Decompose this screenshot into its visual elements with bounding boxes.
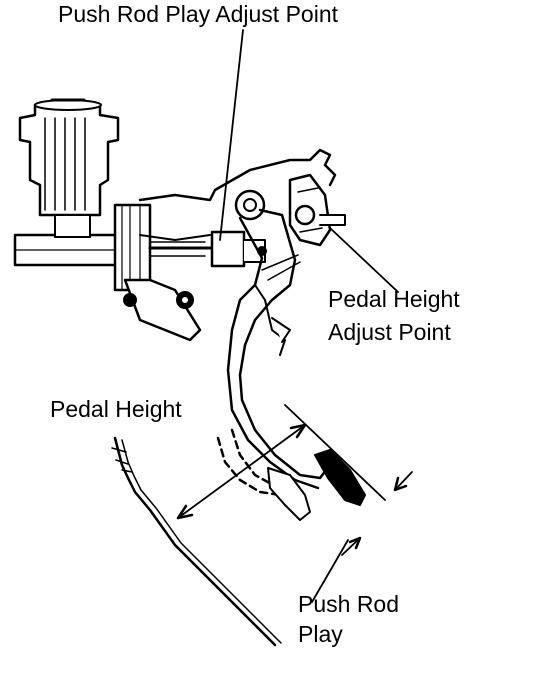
push-rod-play-dimension [341, 471, 413, 556]
brake-pedal-arm [226, 208, 342, 490]
push-rod-play-adjust-point-label: Push Rod Play Adjust Point [58, 1, 338, 27]
stop-light-switch [261, 173, 346, 281]
push-rod-clevis [148, 230, 267, 268]
mounting-bracket [123, 148, 337, 342]
floor-panel [111, 436, 282, 647]
pedal-height-adjust-point-label-line1: Pedal Height [328, 286, 460, 312]
push-rod-play-label-line1: Push Rod [298, 591, 400, 617]
pedal-height-dimension [176, 404, 386, 520]
master-cylinder-reservoir [18, 98, 120, 217]
pivot-bolt [234, 189, 266, 221]
pedal-height-label: Pedal Height [50, 396, 182, 422]
brake-pedal-pad [314, 449, 366, 506]
depressed-pedal-pad [267, 467, 311, 521]
leader-lines [219, 29, 399, 603]
pedal-height-adjust-point-label-line2: Adjust Point [328, 319, 451, 345]
master-cylinder-body [13, 203, 152, 292]
push-rod-play-label-line2: Play [298, 621, 343, 647]
